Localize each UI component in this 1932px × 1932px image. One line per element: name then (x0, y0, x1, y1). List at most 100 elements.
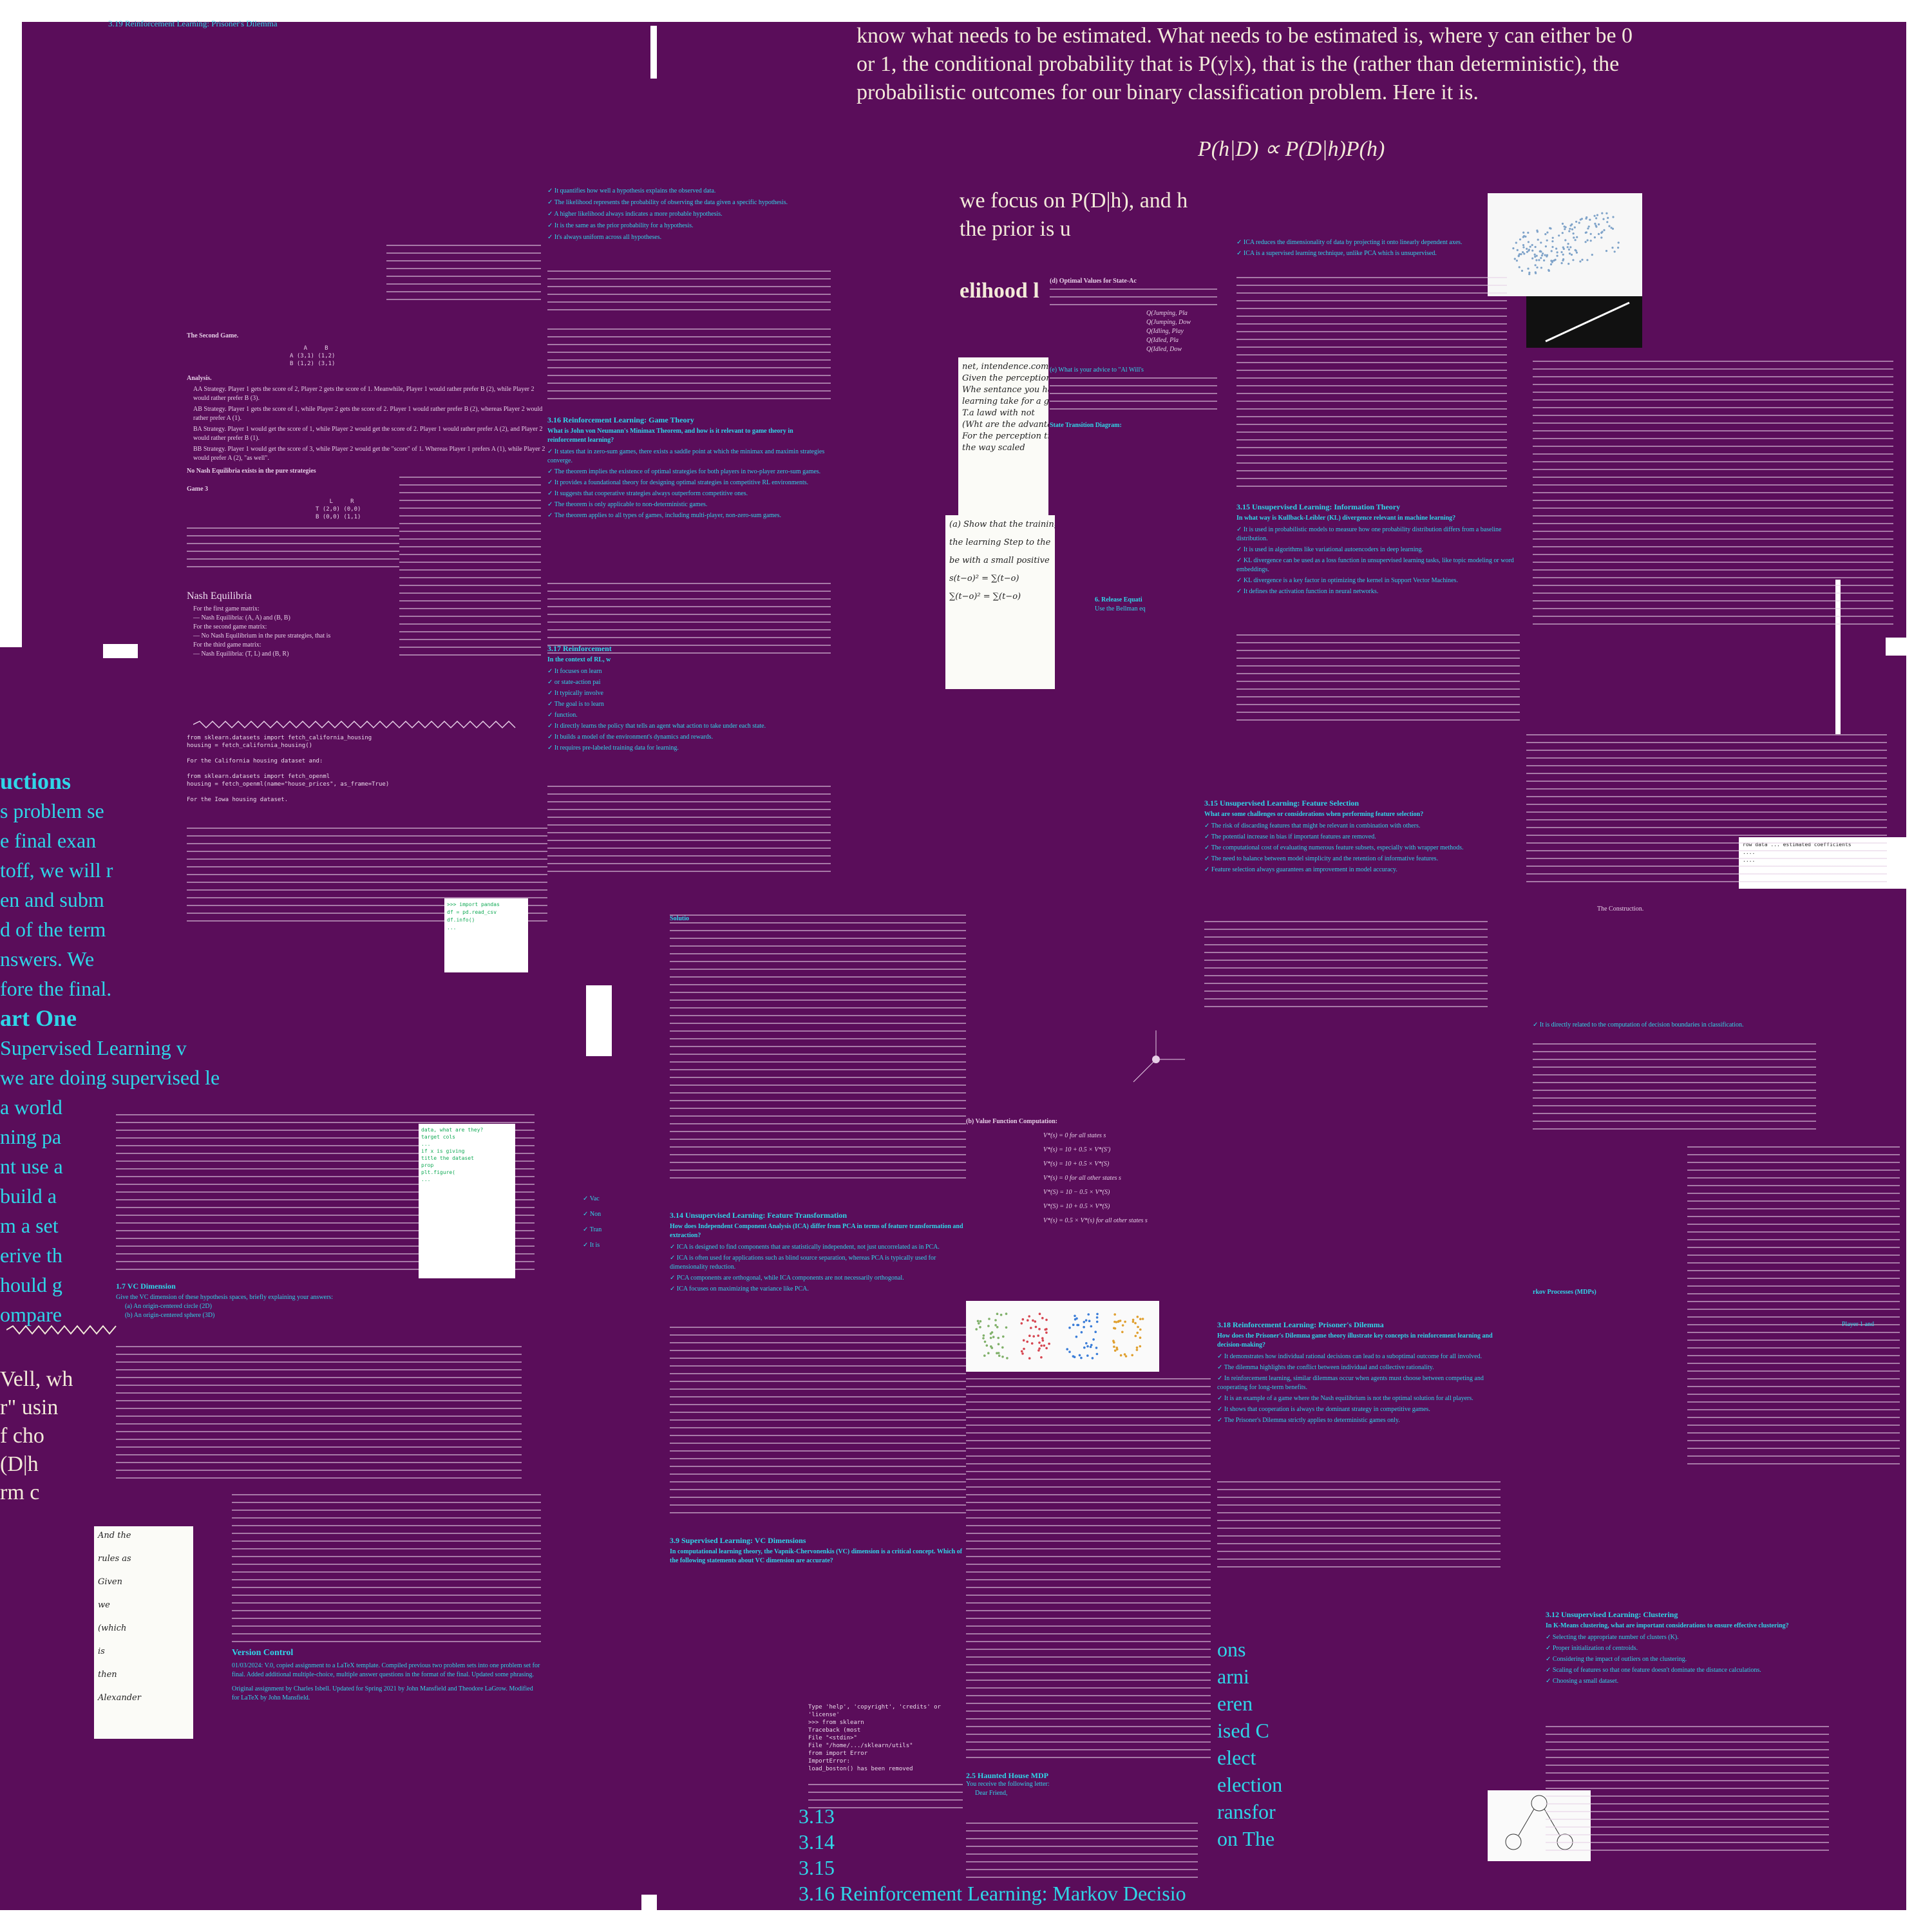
cluster-point (1095, 1316, 1099, 1319)
likelihood-option: It is the same as the prior probability … (547, 222, 831, 231)
cluster-point (985, 1344, 989, 1347)
nash-heading: Nash Equilibria (187, 591, 252, 601)
handwriting-line: (Wht are the advantages (962, 420, 1048, 430)
cluster-point (979, 1326, 981, 1329)
value-equation: V*(S) = 10 + 0.5 × V*(S) (1043, 1203, 1110, 1210)
minimax-option: It states that in zero-sum games, there … (547, 448, 831, 466)
scatter-point (1562, 246, 1564, 249)
right-column-text-a (386, 245, 541, 303)
cluster-point (1113, 1349, 1117, 1352)
scatter-point (1515, 242, 1517, 244)
handwriting-line: For the perception training (962, 431, 1048, 441)
cluster-point (982, 1337, 985, 1340)
prisoners-option: It demonstrates how individual rational … (1217, 1352, 1501, 1361)
scatter-point (1537, 238, 1539, 241)
para-line-3: probabilistic outcomes for our binary cl… (857, 80, 1479, 104)
prisoners-option: The Prisoner's Dilemma strictly applies … (1217, 1416, 1501, 1425)
left-lower-line: rm c (0, 1481, 40, 1504)
cluster-point (990, 1345, 992, 1348)
cluster-point (1020, 1350, 1023, 1353)
bottom-toc-line: 3.13 (799, 1804, 835, 1828)
scatter-point (1556, 251, 1558, 254)
scatter-point (1528, 273, 1531, 276)
cluster-point (1115, 1321, 1118, 1323)
scatter-point (1561, 222, 1564, 225)
vc-dimension-question: 1.7 VC Dimension Give the VC dimension o… (116, 1282, 502, 1346)
cluster-point (975, 1328, 978, 1331)
cluster-point (1043, 1344, 1046, 1347)
cluster-point (1091, 1357, 1094, 1359)
cluster-point (976, 1320, 980, 1323)
para-line-2: or 1, the conditional probability that i… (857, 52, 1620, 76)
strategy-item: AA Strategy. Player 1 gets the score of … (193, 386, 535, 402)
nash-item: For the third game matrix: (193, 641, 261, 649)
scatter-point (1561, 232, 1564, 234)
vc-mini-option: Tran (583, 1226, 621, 1235)
feature-selection-section: 3.15 Unsupervised Learning: Feature Sele… (1204, 799, 1488, 914)
scatter-point (1546, 231, 1549, 234)
squiggle-divider-game (193, 720, 516, 729)
rl-option: function. (547, 711, 818, 720)
handwriting-line: learning take for a greng (962, 397, 1048, 406)
scatter-point (1612, 216, 1615, 218)
scatter-point (1613, 251, 1616, 253)
feat-trans-question: How does Independent Component Analysis … (670, 1223, 963, 1239)
clustering-option: Considering the impact of outliers on th… (1546, 1655, 1829, 1664)
scatter-point (1601, 231, 1604, 233)
mdp-heading: (d) Optimal Values for State-Ac (1050, 278, 1137, 285)
cluster-point (1020, 1322, 1023, 1325)
cluster-point (989, 1336, 992, 1340)
version-item-2: Original assignment by Charles Isbell. U… (232, 1685, 533, 1701)
rl-game-heading: 3.16 Reinforcement Learning: Game Theory (547, 415, 694, 424)
minimax-option: The theorem applies to all types of game… (547, 511, 831, 520)
cluster-point (1095, 1320, 1099, 1323)
toc-entry[interactable]: 3.19 Reinforcement Learning: Prisoner's … (108, 19, 278, 28)
left-lower-line: r" usin (0, 1396, 59, 1419)
ica-option: ICA is a supervised learning technique, … (1236, 249, 1507, 258)
mdp-advice: (e) What is your advice to "Al Will's (1050, 366, 1144, 374)
cluster-point (1083, 1325, 1085, 1329)
cluster-point (1113, 1327, 1115, 1330)
scatter-point (1549, 227, 1552, 230)
scatter-point (1535, 254, 1538, 257)
handwritten-note-mid: (a) Show that the training rulethe learn… (945, 515, 1055, 689)
cluster-point (1084, 1319, 1088, 1321)
cluster-point (999, 1313, 1003, 1316)
cluster-point (1132, 1320, 1135, 1323)
mdp-optimal-values: (d) Optimal Values for State-Ac Q(Jumpin… (1050, 277, 1243, 470)
scatter-point (1546, 254, 1549, 256)
scatter-point (1575, 220, 1578, 223)
scatter-point (1558, 234, 1560, 237)
right-toc-line: ons (1217, 1638, 1246, 1661)
cluster-point (1068, 1350, 1071, 1353)
kl-divergence-text (1533, 1043, 1816, 1133)
para-line-1: know what needs to be estimated. What ne… (857, 24, 1633, 48)
scatter-point (1575, 251, 1578, 254)
cluster-point (1078, 1354, 1081, 1357)
top-white-border (0, 0, 1932, 22)
second-game-title: The Second Game. (187, 332, 239, 339)
scatter-point (1574, 239, 1577, 242)
scatter-point (1617, 247, 1620, 249)
kmeans-cluster-notes (966, 1378, 1211, 1765)
cluster-point (1119, 1354, 1122, 1357)
handwritten-note-top: net, intendence.com / casageGiven the pe… (958, 357, 1048, 518)
scatter-point (1601, 212, 1604, 214)
game3-title: Game 3 (187, 486, 209, 493)
minimax-option: The theorem is only applicable to non-de… (547, 500, 831, 509)
cluster-point (1080, 1331, 1083, 1334)
cluster-point (1032, 1319, 1034, 1322)
cluster-plot-graphic (975, 1312, 1144, 1359)
cluster-point (987, 1325, 990, 1327)
rl-option: It typically involve (547, 689, 818, 698)
minimax-option: The theorem implies the existence of opt… (547, 468, 831, 477)
scatter-point (1567, 243, 1569, 245)
ica-discussion-text (1236, 277, 1507, 489)
scatter-point (1534, 264, 1537, 267)
left-big-line: hould g (0, 1273, 62, 1296)
scatter-point (1540, 251, 1542, 253)
